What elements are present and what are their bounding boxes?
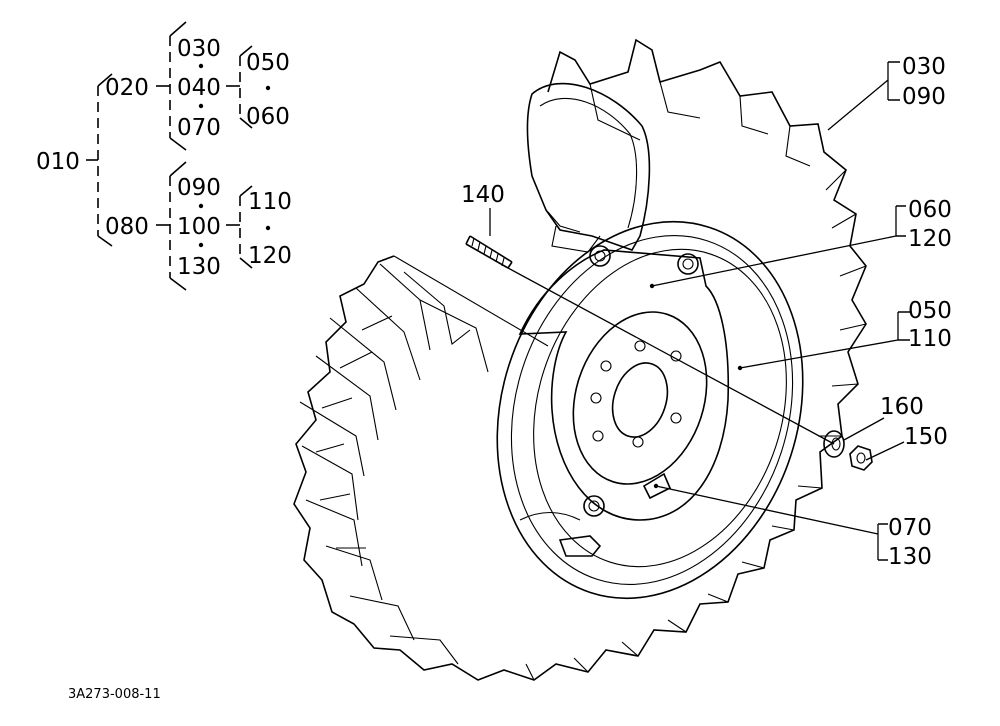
- callout-160: 160: [880, 394, 924, 420]
- tree-group1-item1: 030: [177, 36, 221, 62]
- parts-tree: 010 020 030 040 070 050 060 080 090 100 …: [36, 21, 292, 291]
- callout-150: 150: [904, 424, 948, 450]
- callout-labels: 030 090 060 120 050 110 070 130 140 160 …: [461, 54, 952, 570]
- tree-group2-item1: 090: [177, 175, 221, 201]
- tree-group2-item2: 100: [177, 214, 221, 240]
- callout-140: 140: [461, 182, 505, 208]
- tree-group1-item2: 040: [177, 75, 221, 101]
- tree-group2-item3: 130: [177, 254, 221, 280]
- callout-120: 120: [908, 226, 952, 252]
- tree-group2-head: 080: [105, 214, 149, 240]
- callout-090: 090: [902, 84, 946, 110]
- tree-group2-sub2: 120: [248, 243, 292, 269]
- callout-070: 070: [888, 515, 932, 541]
- callout-030: 030: [902, 54, 946, 80]
- tree-group1-head: 020: [105, 75, 149, 101]
- callout-110: 110: [908, 326, 952, 352]
- callout-130: 130: [888, 544, 932, 570]
- leader-lines: [489, 62, 905, 560]
- callout-050: 050: [908, 298, 952, 324]
- drawing-reference: 3A273-008-11: [68, 687, 161, 702]
- tree-group2-sub1: 110: [248, 189, 292, 215]
- tree-group1-sub2: 060: [246, 104, 290, 130]
- tree-root-label: 010: [36, 149, 80, 175]
- callout-060: 060: [908, 197, 952, 223]
- wheel-illustration: [293, 38, 873, 681]
- tree-group1-item3: 070: [177, 115, 221, 141]
- tree-group1-sub1: 050: [246, 50, 290, 76]
